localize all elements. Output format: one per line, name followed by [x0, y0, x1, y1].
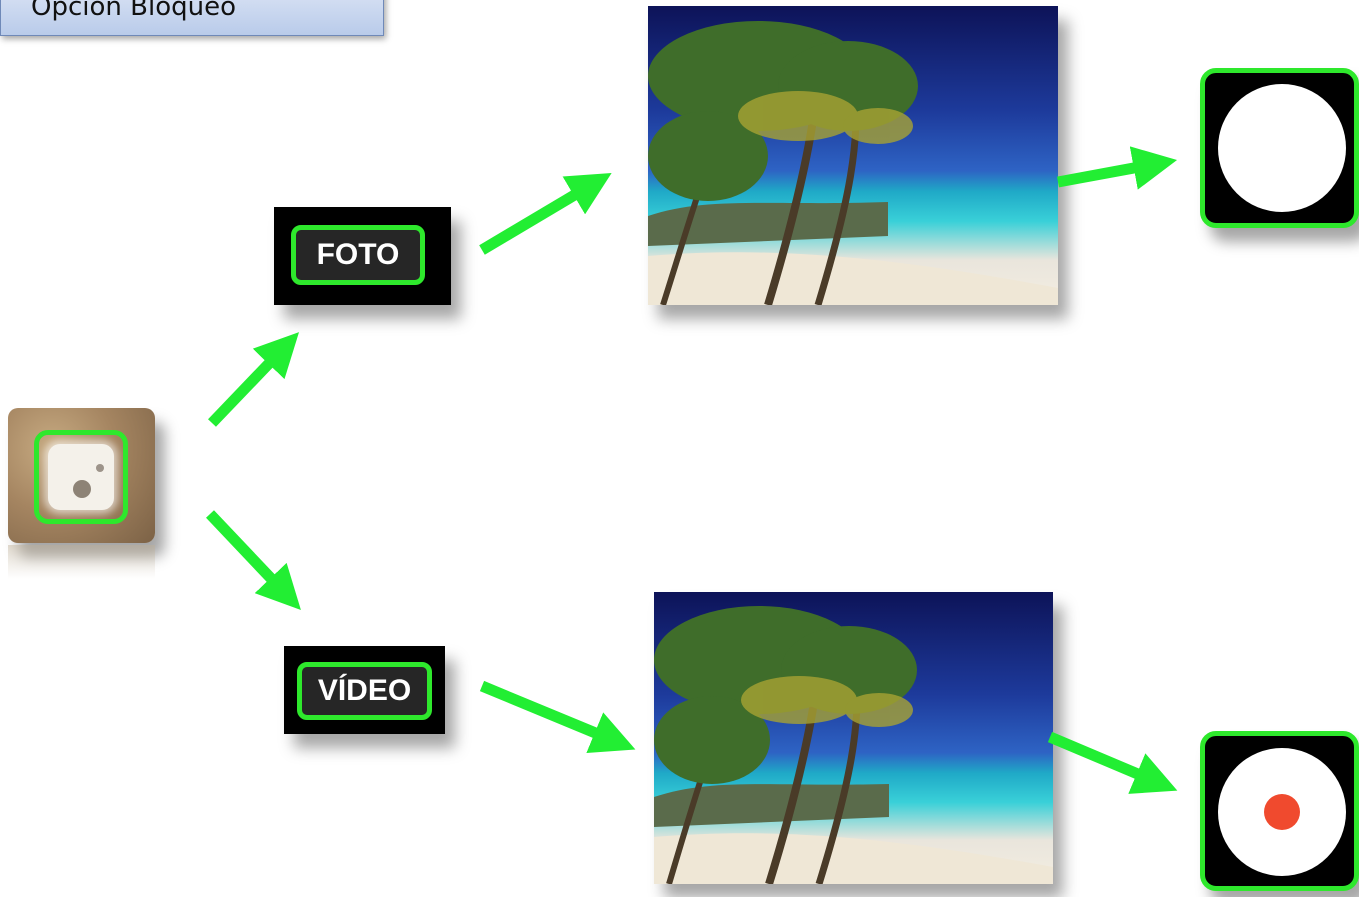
camera-flash-dot: [96, 464, 104, 472]
camera-body: [48, 444, 114, 510]
arrow-to-photo-shutter: [1057, 146, 1178, 190]
arrow-to-video-shutter: [1047, 731, 1178, 794]
icon-reflection: [8, 545, 155, 579]
beach-scene: [648, 21, 1058, 305]
record-dot: [1264, 794, 1300, 830]
title-text: Opción Bloqueo: [31, 0, 236, 22]
video-record-icon[interactable]: [1200, 731, 1359, 891]
photo-mode-label: FOTO: [291, 225, 425, 285]
video-mode-button[interactable]: VÍDEO: [284, 646, 445, 734]
highlight-frame: [34, 430, 128, 524]
photo-preview-image: [648, 6, 1058, 305]
video-preview-image: [654, 592, 1053, 884]
beach-scene: [654, 606, 1053, 884]
arrow-to-video-preview: [479, 680, 636, 754]
camera-app-icon[interactable]: [8, 408, 155, 543]
arrow-to-photo-mode: [208, 332, 300, 427]
photo-mode-button[interactable]: FOTO: [274, 207, 451, 305]
shutter-disc: [1218, 84, 1346, 212]
camera-lens: [73, 480, 91, 498]
title-box: Opción Bloqueo: [0, 0, 384, 36]
arrow-to-video-mode: [206, 510, 301, 610]
photo-shutter-icon[interactable]: [1200, 68, 1359, 228]
video-mode-label: VÍDEO: [297, 662, 432, 720]
arrow-to-photo-preview: [479, 172, 612, 255]
